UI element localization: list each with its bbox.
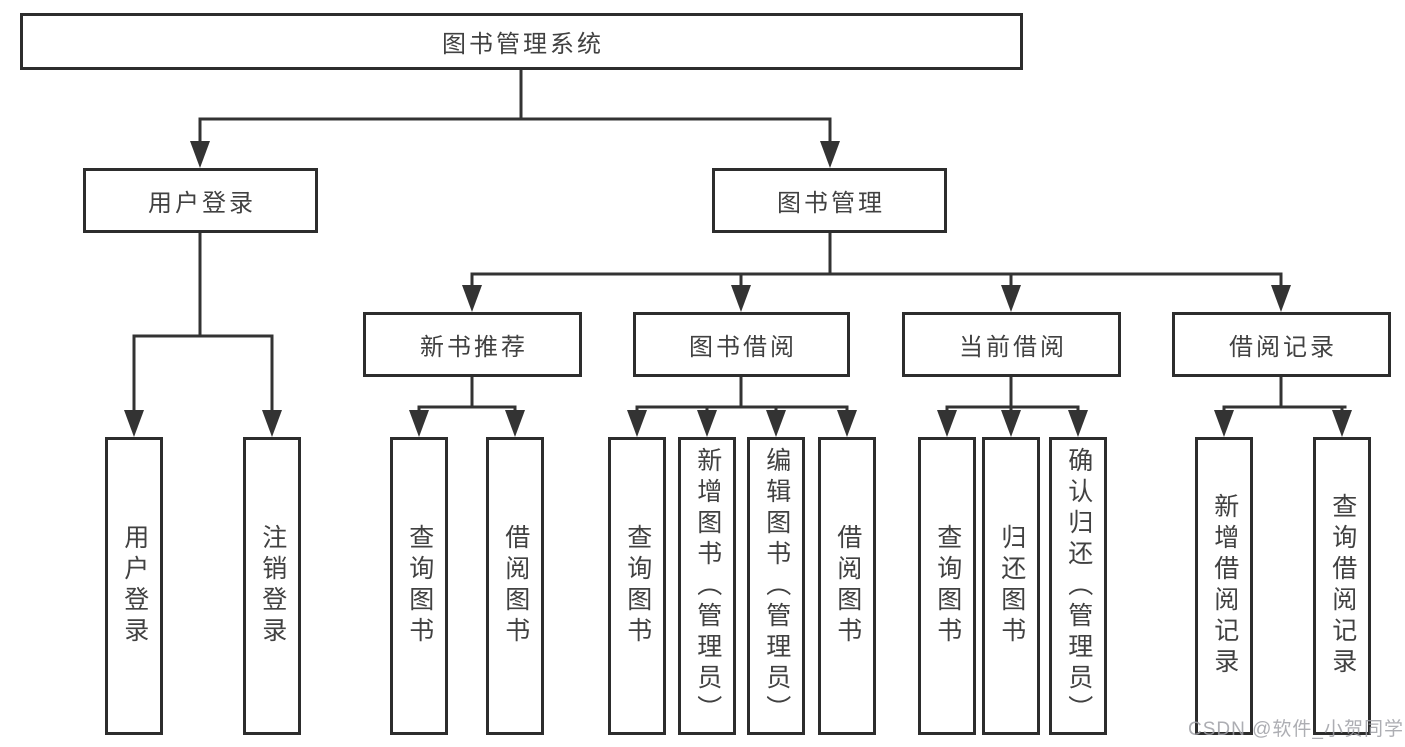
node-current-borrow: 当前借阅 xyxy=(902,312,1121,377)
leaf-current-query-book: 查询图书 xyxy=(918,437,976,735)
node-library-system: 图书管理系统 xyxy=(20,13,1023,70)
node-borrow-records: 借阅记录 xyxy=(1172,312,1391,377)
node-user-login: 用户登录 xyxy=(83,168,318,233)
leaf-user-login: 用户登录 xyxy=(105,437,163,735)
leaf-current-confirm-return-admin: 确认归还（管理员） xyxy=(1049,437,1107,735)
leaf-recommend-query-book: 查询图书 xyxy=(390,437,448,735)
leaf-records-query-borrow-record: 查询借阅记录 xyxy=(1313,437,1371,735)
leaf-current-return-book: 归还图书 xyxy=(982,437,1040,735)
leaf-borrow-edit-book-admin: 编辑图书（管理员） xyxy=(747,437,805,735)
leaf-borrow-borrow-book: 借阅图书 xyxy=(818,437,876,735)
leaf-logout: 注销登录 xyxy=(243,437,301,735)
node-book-borrow: 图书借阅 xyxy=(633,312,850,377)
leaf-recommend-borrow-book: 借阅图书 xyxy=(486,437,544,735)
leaf-borrow-query-book: 查询图书 xyxy=(608,437,666,735)
leaf-borrow-add-book-admin: 新增图书（管理员） xyxy=(678,437,736,735)
node-new-book-recommend: 新书推荐 xyxy=(363,312,582,377)
watermark: CSDN @软件_小贺同学 xyxy=(1188,719,1404,740)
leaf-records-add-borrow-record: 新增借阅记录 xyxy=(1195,437,1253,735)
node-book-management: 图书管理 xyxy=(712,168,947,233)
